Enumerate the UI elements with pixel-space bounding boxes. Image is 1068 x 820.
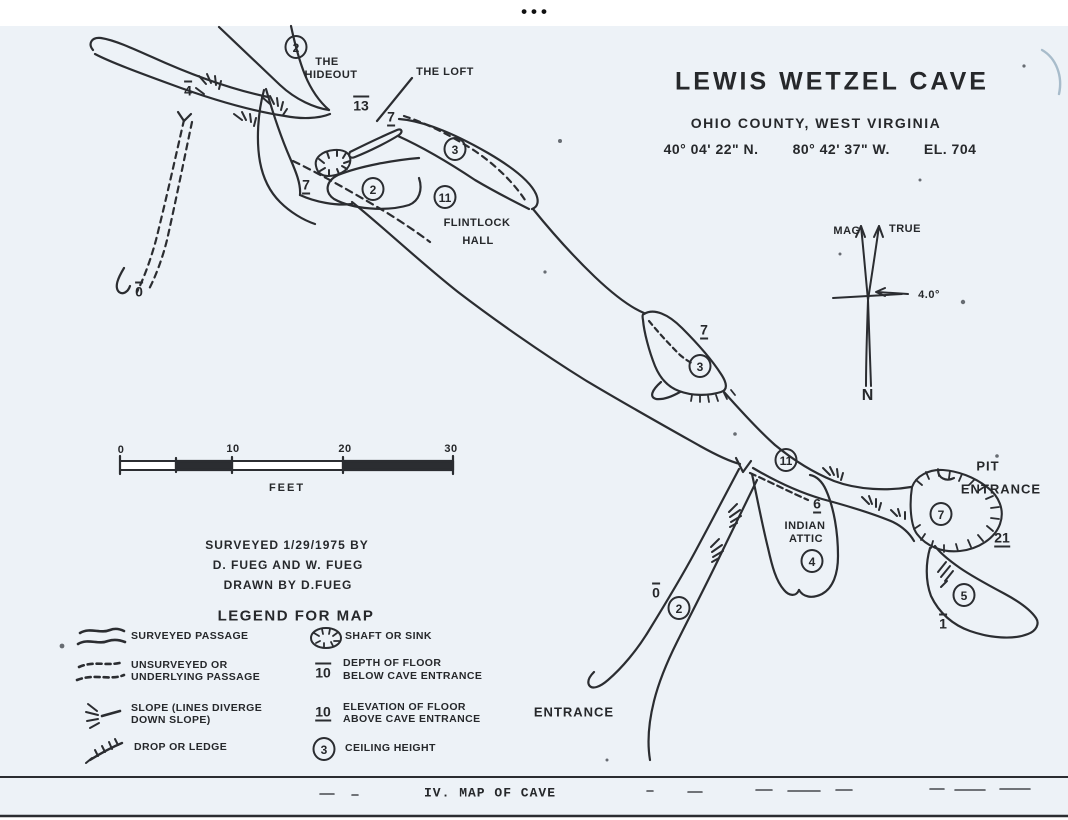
label-the-loft: THE LOFT xyxy=(416,66,474,78)
map-subtitle: OHIO COUNTY, WEST VIRGINIA xyxy=(690,115,942,131)
legend-label-depth-2: BELOW CAVE ENTRANCE xyxy=(343,670,483,682)
flintlock-lobe xyxy=(326,156,422,210)
passage-loft-east xyxy=(396,114,539,211)
legend-symbol-unsurveyed-passage xyxy=(75,660,126,682)
credits-line-3: DRAWN BY D.FUEG xyxy=(223,578,353,592)
station-ceiling-height: 3 xyxy=(443,137,467,161)
scale-bar xyxy=(118,454,455,476)
legend-symbol-surveyed-passage xyxy=(76,627,127,646)
station-ceiling-height: 11 xyxy=(433,185,457,209)
page-rules xyxy=(0,776,1068,818)
credits-line-2: D. FUEG AND W. FUEG xyxy=(212,558,364,572)
station-elevation-above: 7 xyxy=(302,176,310,195)
station-elevation-above: 21 xyxy=(994,529,1010,548)
passage-middle-leaf xyxy=(641,310,736,403)
scale-tick-0: 0 xyxy=(117,444,125,456)
legend-label-slope-1: SLOPE (LINES DIVERGE xyxy=(131,702,263,714)
scale-tick-30: 30 xyxy=(444,443,458,455)
window-menu-dots-icon[interactable]: ••• xyxy=(521,2,551,21)
label-indian-attic-1: INDIAN xyxy=(784,520,826,532)
compass-declination: 4.0° xyxy=(918,289,940,301)
legend-title: LEGEND FOR MAP xyxy=(217,607,375,625)
label-indian-attic-2: ATTIC xyxy=(788,533,824,545)
elevation: EL. 704 xyxy=(923,141,977,157)
scan-paper-background xyxy=(0,26,1068,817)
station-ceiling-height: 2 xyxy=(361,177,385,201)
station-elevation-above: 7 xyxy=(700,321,708,340)
passage-the-hideout xyxy=(217,24,331,112)
station-ceiling-height: 2 xyxy=(284,35,308,59)
station-ceiling-height: 5 xyxy=(952,583,976,607)
loft-leader-line xyxy=(375,76,414,123)
scale-tick-20: 20 xyxy=(338,443,352,455)
figure-caption: IV. MAP OF CAVE xyxy=(423,785,557,801)
pit-hatch-ticks xyxy=(913,468,1000,553)
label-the-hideout-2: HIDEOUT xyxy=(304,69,358,81)
legend-symbol-drop-or-ledge xyxy=(85,738,124,764)
station-ceiling-height: 7 xyxy=(929,502,953,526)
map-title: LEWIS WETZEL CAVE xyxy=(675,67,989,96)
passage-the-loft xyxy=(348,128,403,159)
station-ceiling-height: 11 xyxy=(774,448,798,472)
label-entrance: ENTRANCE xyxy=(533,704,615,720)
legend-label-unsurveyed-1: UNSURVEYED OR xyxy=(131,659,228,671)
specks xyxy=(59,64,1026,762)
legend-label-elevation-2: ABOVE CAVE ENTRANCE xyxy=(343,713,481,725)
latitude: 40° 04' 22" N. xyxy=(663,141,759,157)
main-corridor xyxy=(350,200,916,543)
label-flintlock-hall-1: FLINTLOCK xyxy=(443,217,511,229)
label-pit-entrance-1: PIT xyxy=(976,458,1000,474)
unsurveyed-passage-west xyxy=(115,110,194,295)
label-the-hideout-1: THE xyxy=(315,56,339,68)
station-elevation-above: 7 xyxy=(387,108,395,127)
compass-rose xyxy=(832,225,909,387)
station-depth-below: 13 xyxy=(353,95,369,114)
map-coordinates: 40° 04' 22" N. 80° 42' 37" W. EL. 704 xyxy=(664,141,977,157)
station-depth-below: 1 xyxy=(939,613,947,632)
station-ceiling-height: 2 xyxy=(667,596,691,620)
legend-symbol-slope xyxy=(85,703,122,729)
station-ceiling-height: 4 xyxy=(800,549,824,573)
legend-symbol-ceiling-height: 3 xyxy=(312,737,336,761)
legend-label-depth-1: DEPTH OF FLOOR xyxy=(343,657,442,669)
credits-line-1: SURVEYED 1/29/1975 BY xyxy=(205,538,369,552)
legend-label-surveyed: SURVEYED PASSAGE xyxy=(131,630,249,642)
compass-true-label: TRUE xyxy=(889,223,921,235)
station-depth-below: 0 xyxy=(652,582,660,601)
scale-unit: FEET xyxy=(268,482,306,494)
station-ceiling-height: 3 xyxy=(688,354,712,378)
legend-label-elevation-1: ELEVATION OF FLOOR xyxy=(343,701,466,713)
station-depth-below: 0 xyxy=(135,281,143,300)
pit-entrance-shaft xyxy=(909,468,1003,553)
scale-tick-10: 10 xyxy=(226,443,240,455)
ledge-ticks xyxy=(690,389,736,403)
compass-mag-label: MAG xyxy=(833,225,861,237)
longitude: 80° 42' 37" W. xyxy=(792,141,890,157)
scan-artifact-arc xyxy=(1040,48,1062,96)
station-depth-below: 4 xyxy=(184,80,192,99)
legend-label-shaft: SHAFT OR SINK xyxy=(345,630,432,642)
legend-label-unsurveyed-2: UNDERLYING PASSAGE xyxy=(131,671,261,683)
slope-marks xyxy=(195,73,954,588)
legend-label-ceiling: CEILING HEIGHT xyxy=(345,742,436,754)
legend-label-drop: DROP OR LEDGE xyxy=(134,741,228,753)
legend-symbol-shaft-or-sink xyxy=(310,627,342,649)
compass-north-label: N xyxy=(861,387,875,404)
shaft-near-loft xyxy=(314,148,352,177)
passage-lower-right-finger xyxy=(925,544,1039,639)
legend-symbol-depth-of-floor: 10 xyxy=(315,662,331,681)
label-pit-entrance-2: ENTRANCE xyxy=(960,481,1042,497)
stray-marks xyxy=(319,788,1031,796)
passage-wedge-west xyxy=(256,87,354,226)
label-flintlock-hall-2: HALL xyxy=(462,235,494,247)
legend-label-slope-2: DOWN SLOPE) xyxy=(131,714,211,726)
station-elevation-above: 6 xyxy=(813,495,821,514)
passage-indian-attic xyxy=(748,471,840,598)
underlying-passage-dashed xyxy=(291,159,432,244)
legend-symbol-elevation-of-floor: 10 xyxy=(315,703,331,722)
passage-entrance xyxy=(587,467,759,762)
